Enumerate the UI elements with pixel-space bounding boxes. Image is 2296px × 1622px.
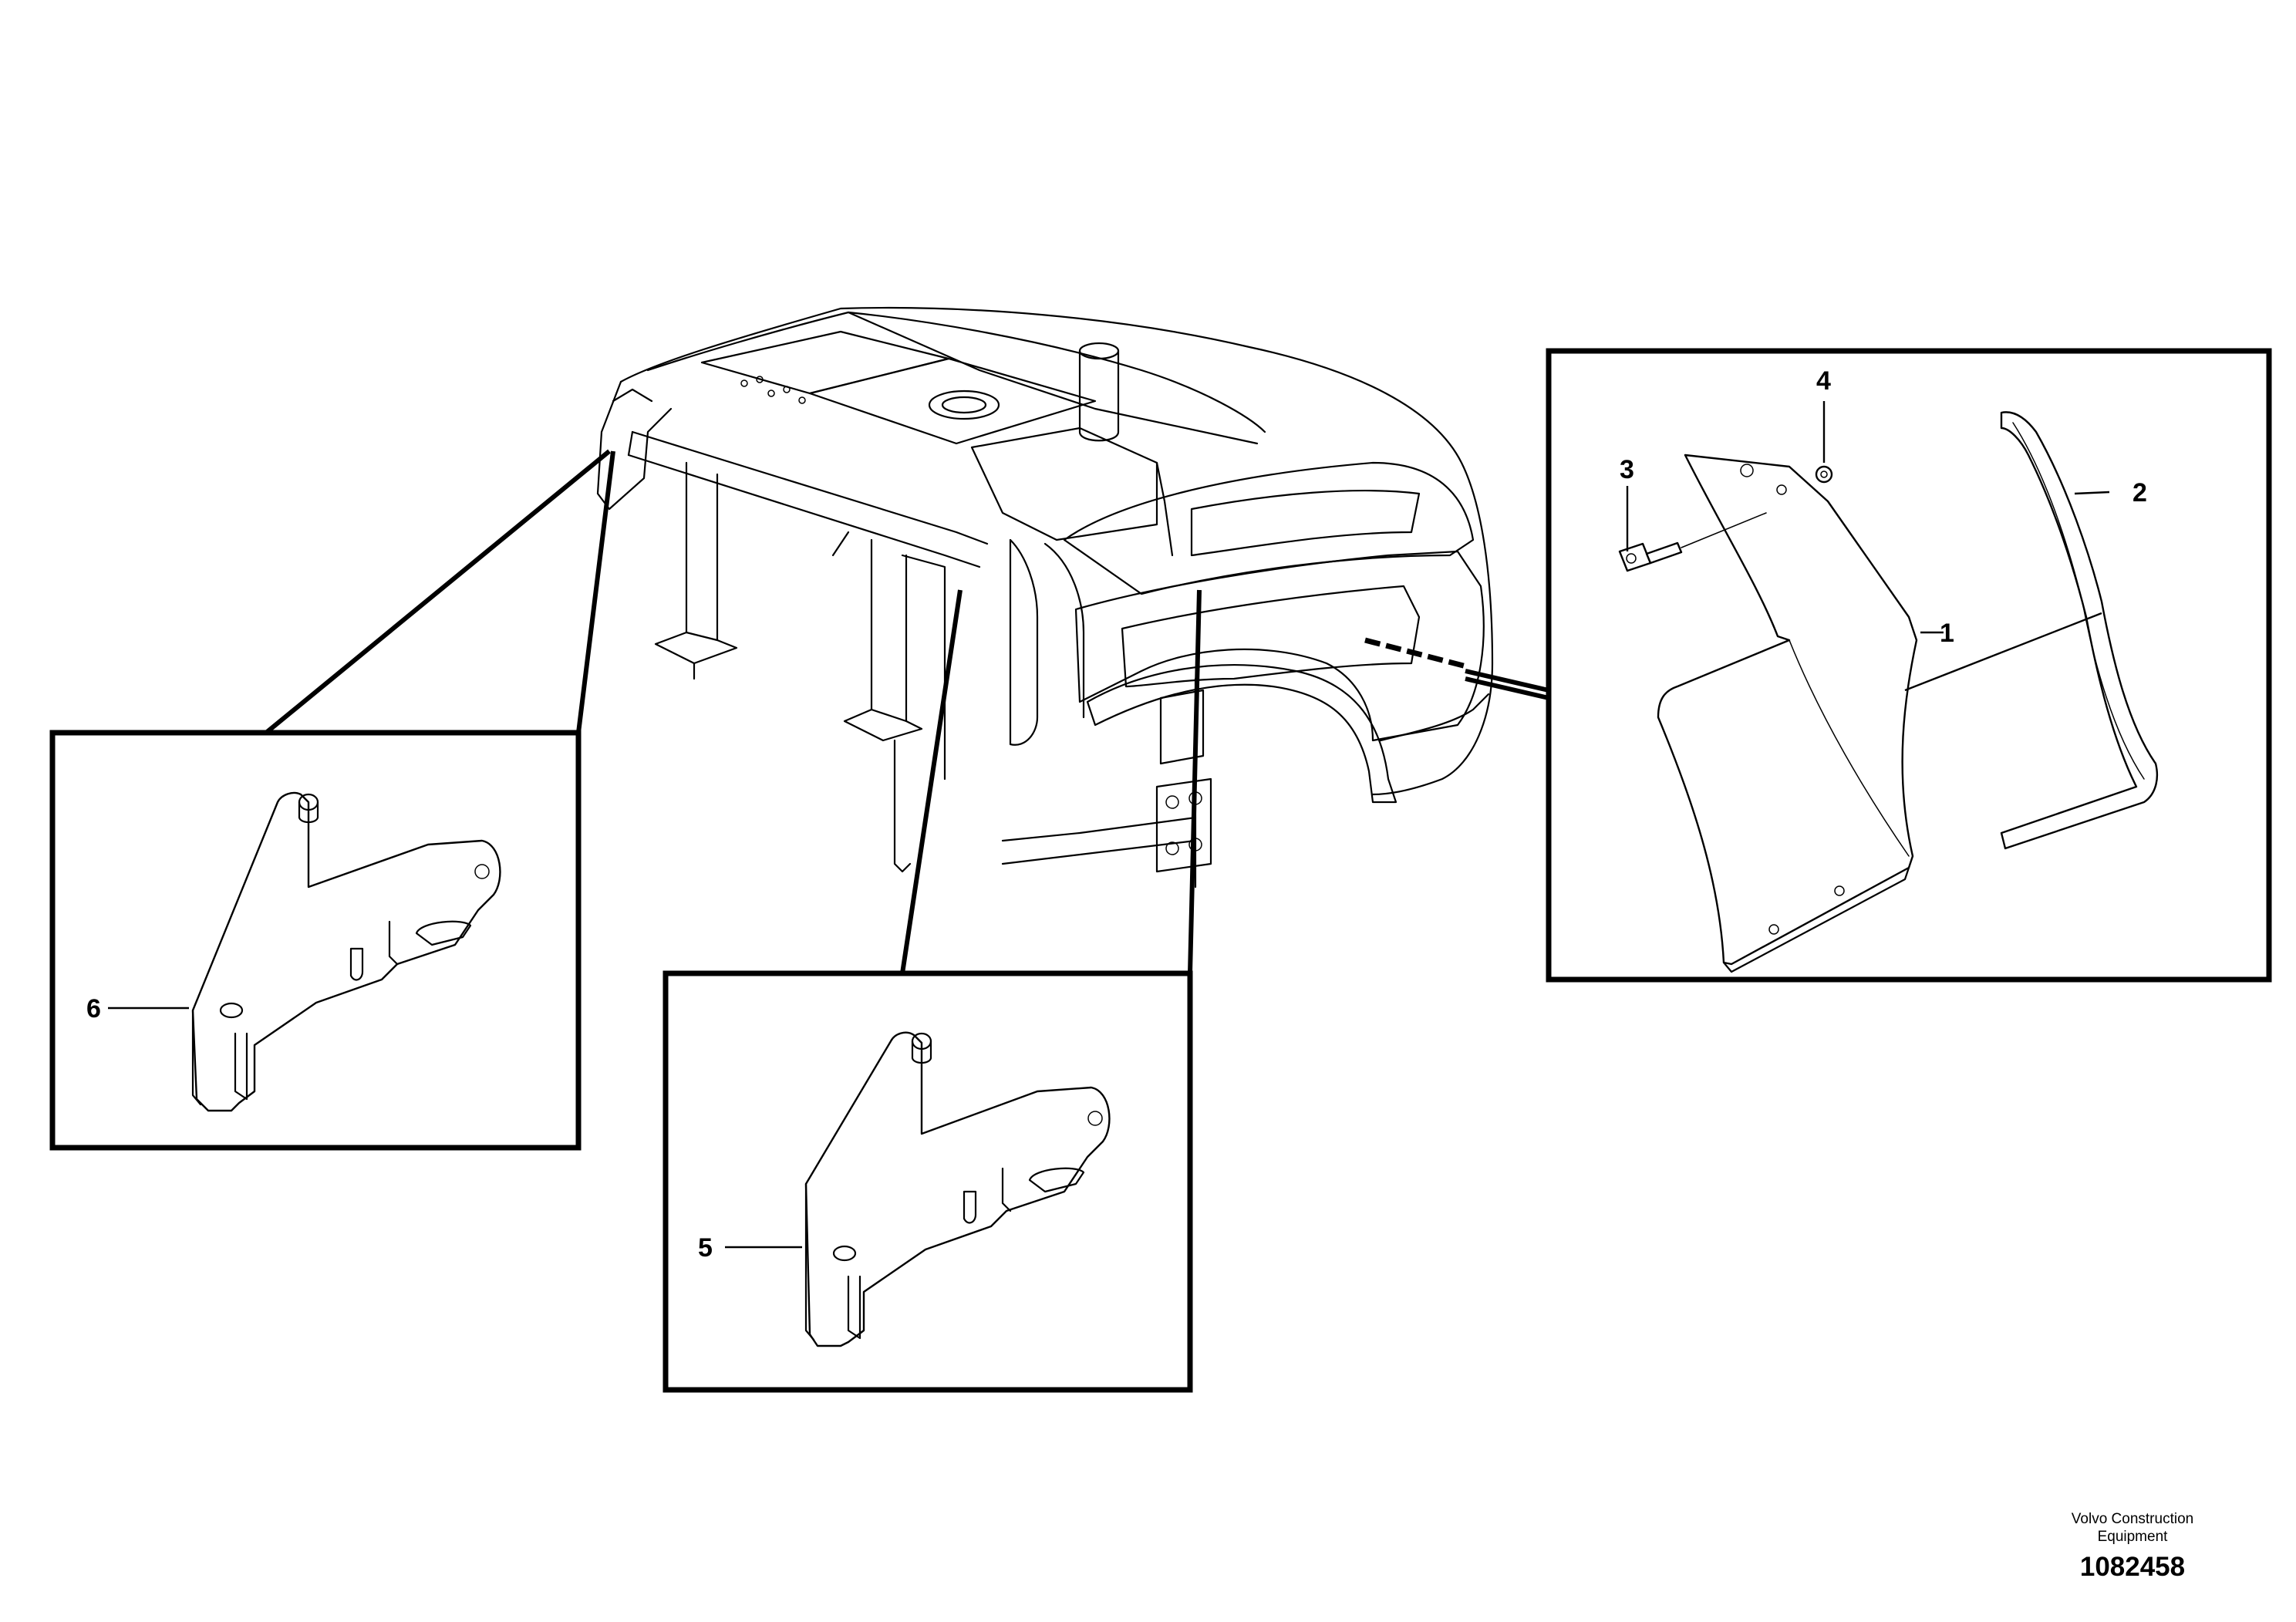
detail-box-bracket-5: 5 [663,589,1202,1393]
callout-label-3: 3 [1620,455,1634,484]
washer-part [1815,465,1833,484]
brand-line-1: Volvo Construction [2072,1511,2193,1527]
callout-label-4: 4 [1816,366,1831,396]
callout-label-6: 6 [86,994,101,1023]
callout-label-2: 2 [2132,478,2147,508]
footer-brand-block: Volvo Construction Equipment 1082458 [2072,1511,2193,1582]
detail-box-fender-flap: 1 2 3 4 [1364,348,2272,983]
bracket-6-part [191,791,501,1112]
document-number: 1082458 [2080,1552,2185,1582]
fender-flap-part [1657,454,1918,973]
seal-strip-part [2000,411,2159,850]
callout-label-1: 1 [1940,619,1954,648]
bracket-5-part [804,1031,1111,1347]
hood-assembly [596,306,1494,889]
brand-line-2: Equipment [2098,1529,2169,1545]
callout-label-5: 5 [698,1233,713,1263]
detail-box-bracket-6: 6 [49,449,615,1151]
